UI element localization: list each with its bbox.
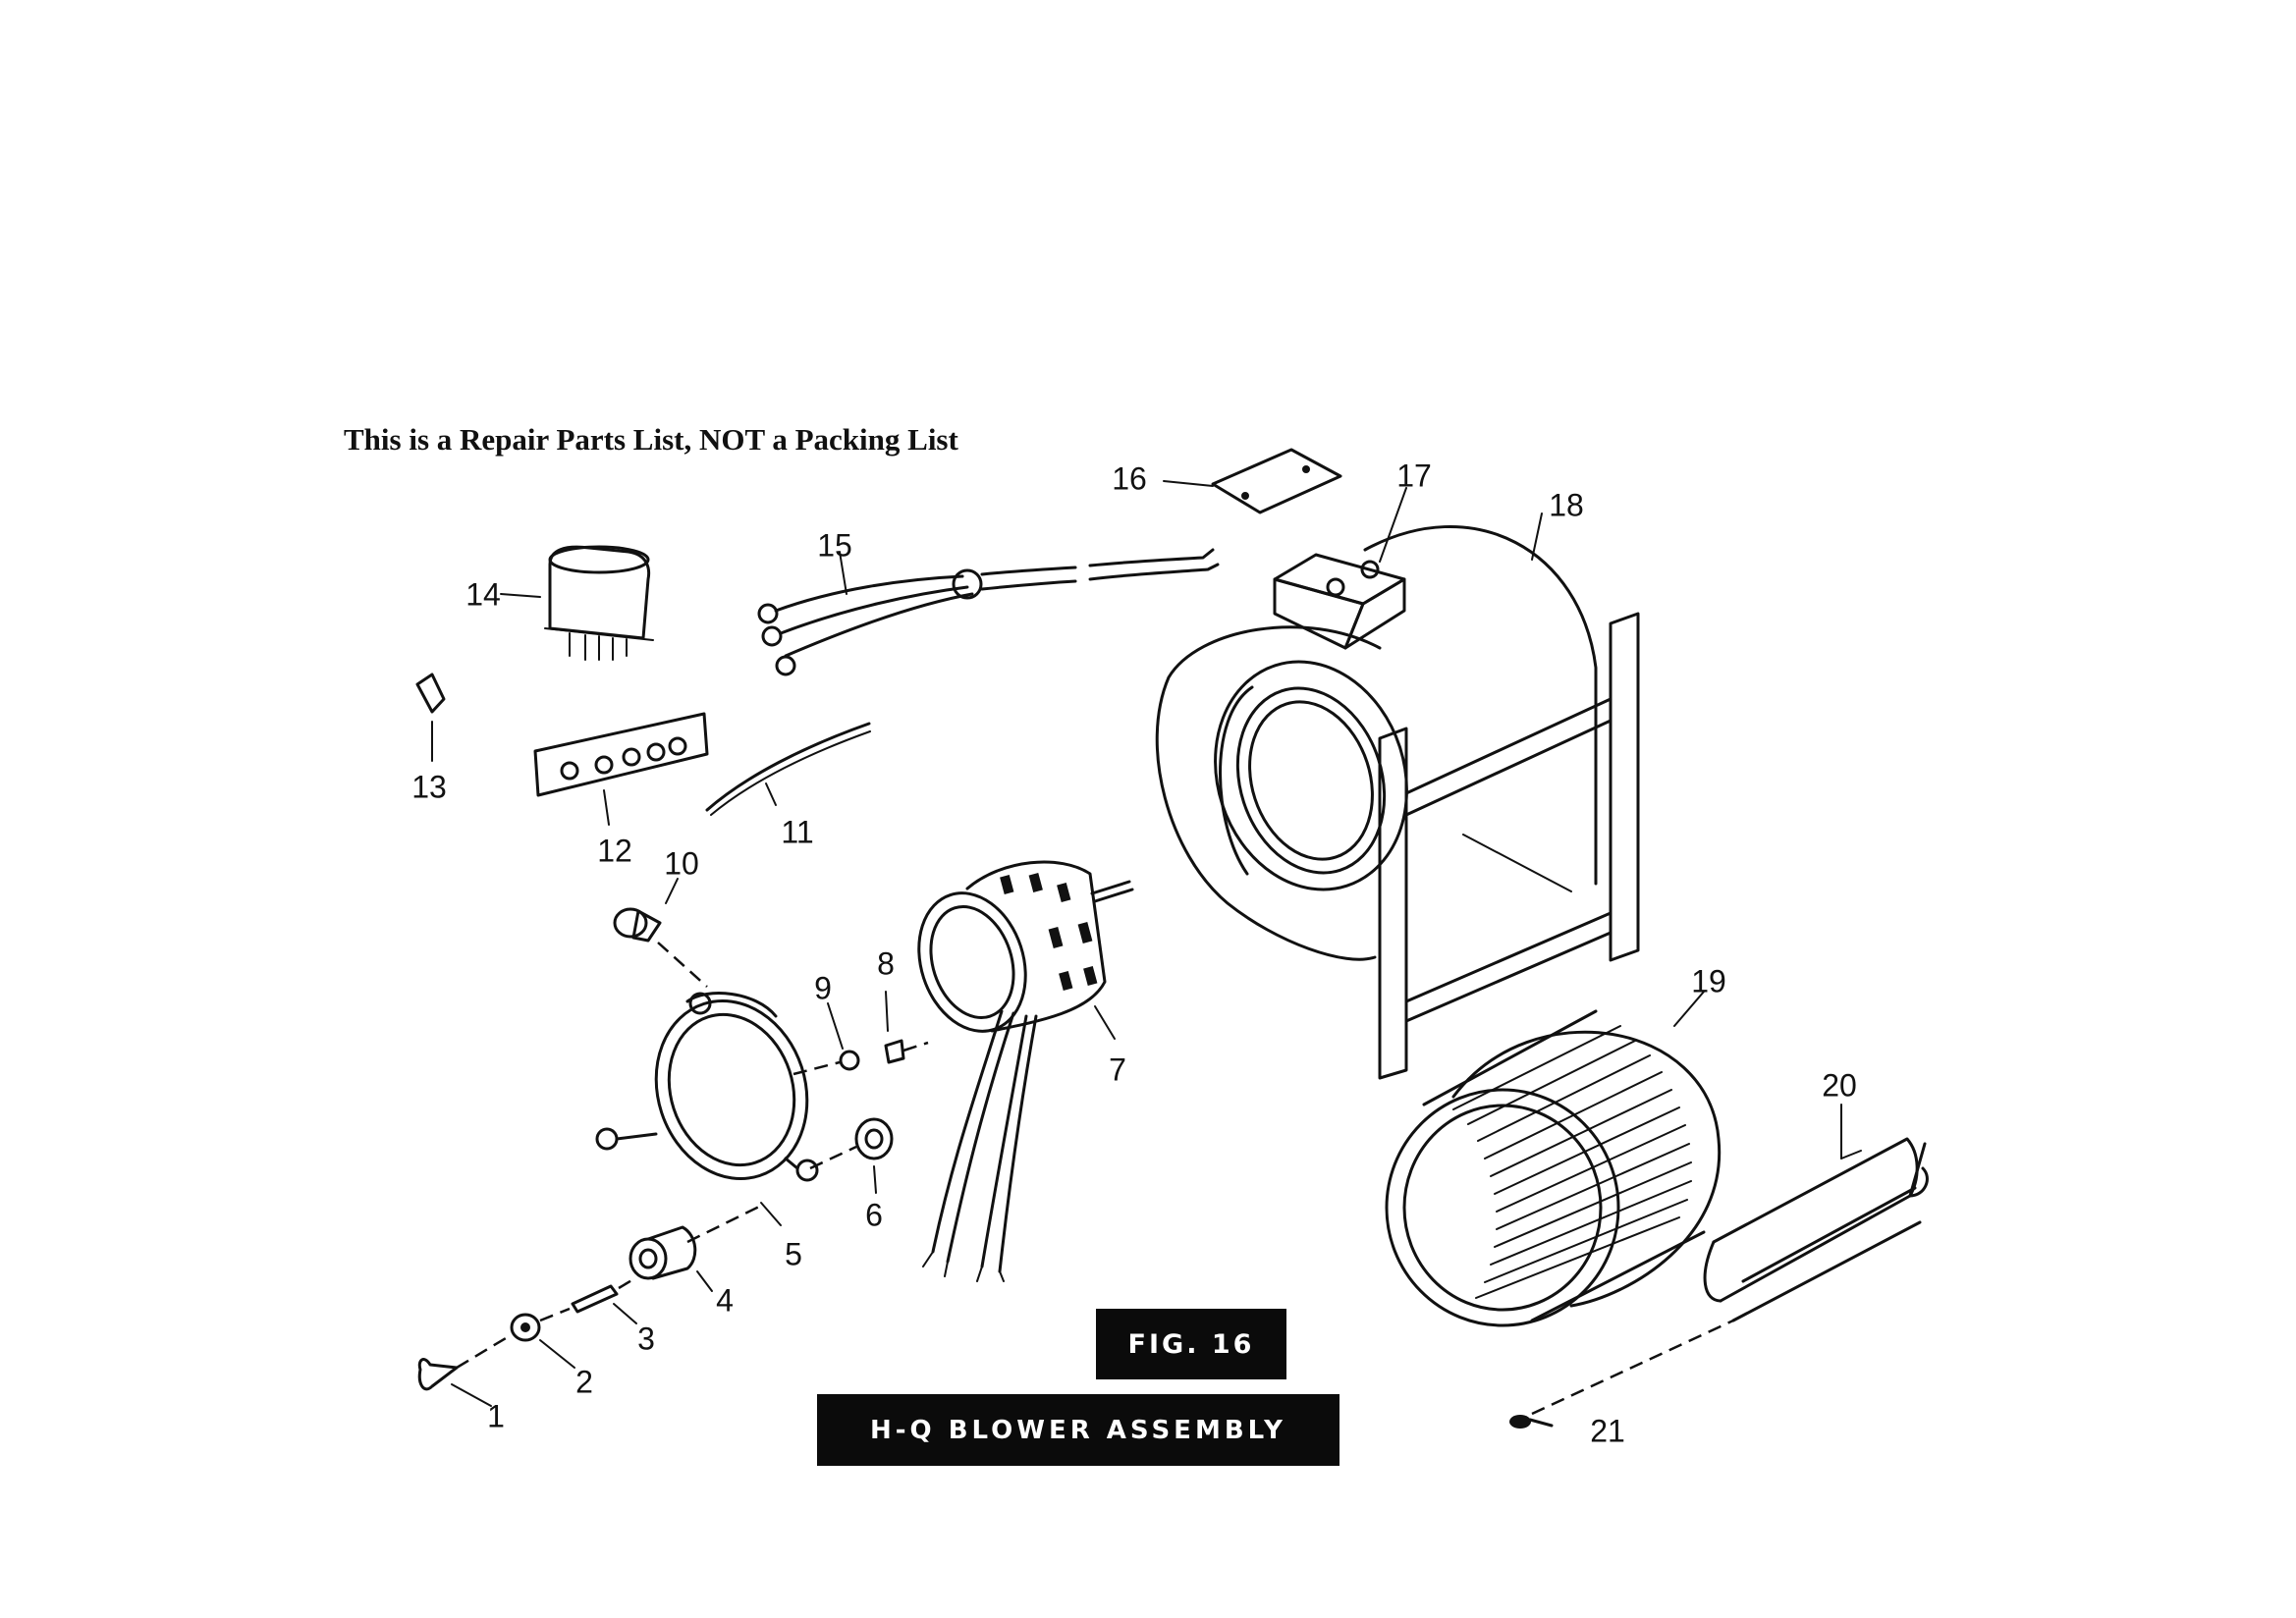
callout-1: 1 (487, 1398, 505, 1434)
part-6-grommet (809, 1117, 894, 1194)
part-2-washer (510, 1307, 575, 1369)
part-13-wire-nut (415, 673, 446, 762)
callout-9: 9 (814, 970, 832, 1006)
callout-4: 4 (716, 1282, 734, 1319)
callout-19: 19 (1691, 963, 1726, 999)
repair-parts-note: This is a Repair Parts List, NOT a Packi… (344, 422, 958, 457)
part-17-junction-box (1273, 487, 1407, 650)
callout-2: 2 (575, 1364, 593, 1400)
part-11-lead-wire (705, 722, 871, 816)
part-16-cover-plate (1163, 448, 1342, 514)
part-10-bushing (613, 878, 679, 943)
callout-14: 14 (465, 576, 501, 613)
part-15-wire-harness (757, 548, 1220, 676)
part-7-motor (917, 860, 1134, 1040)
part-3-pin (571, 1277, 637, 1324)
part-1-screw (417, 1333, 512, 1407)
callout-18: 18 (1549, 487, 1584, 523)
part-20-cutoff-plate (1703, 1104, 1929, 1322)
part-5-motor-mount (595, 942, 819, 1226)
callout-13: 13 (411, 769, 447, 805)
callout-6: 6 (865, 1197, 883, 1233)
callout-21: 21 (1590, 1413, 1625, 1449)
part-18-blower-housing (1155, 512, 1640, 1080)
callout-7: 7 (1109, 1052, 1126, 1088)
part-21-screw (1509, 1319, 1734, 1429)
part-9-nut (793, 1002, 860, 1076)
figure-number-label: FIG. 16 (1096, 1309, 1286, 1379)
callout-12: 12 (597, 833, 632, 869)
part-4-bushing (629, 1204, 762, 1292)
callout-5: 5 (785, 1236, 802, 1272)
part-14-capacitor (500, 545, 654, 661)
callout-11: 11 (781, 814, 814, 850)
part-12-terminal-strip (533, 712, 709, 826)
part-19-blower-wheel (1385, 991, 1722, 1327)
callout-3: 3 (637, 1321, 655, 1357)
callout-16: 16 (1112, 460, 1147, 497)
callout-17: 17 (1396, 458, 1432, 494)
figure-title: H-Q BLOWER ASSEMBLY (817, 1394, 1339, 1466)
callout-15: 15 (817, 527, 852, 564)
callout-20: 20 (1822, 1067, 1857, 1104)
callout-8: 8 (877, 945, 895, 982)
motor-lead-wires (922, 1009, 1038, 1282)
callout-10: 10 (664, 845, 699, 882)
part-8-clip (884, 991, 929, 1064)
